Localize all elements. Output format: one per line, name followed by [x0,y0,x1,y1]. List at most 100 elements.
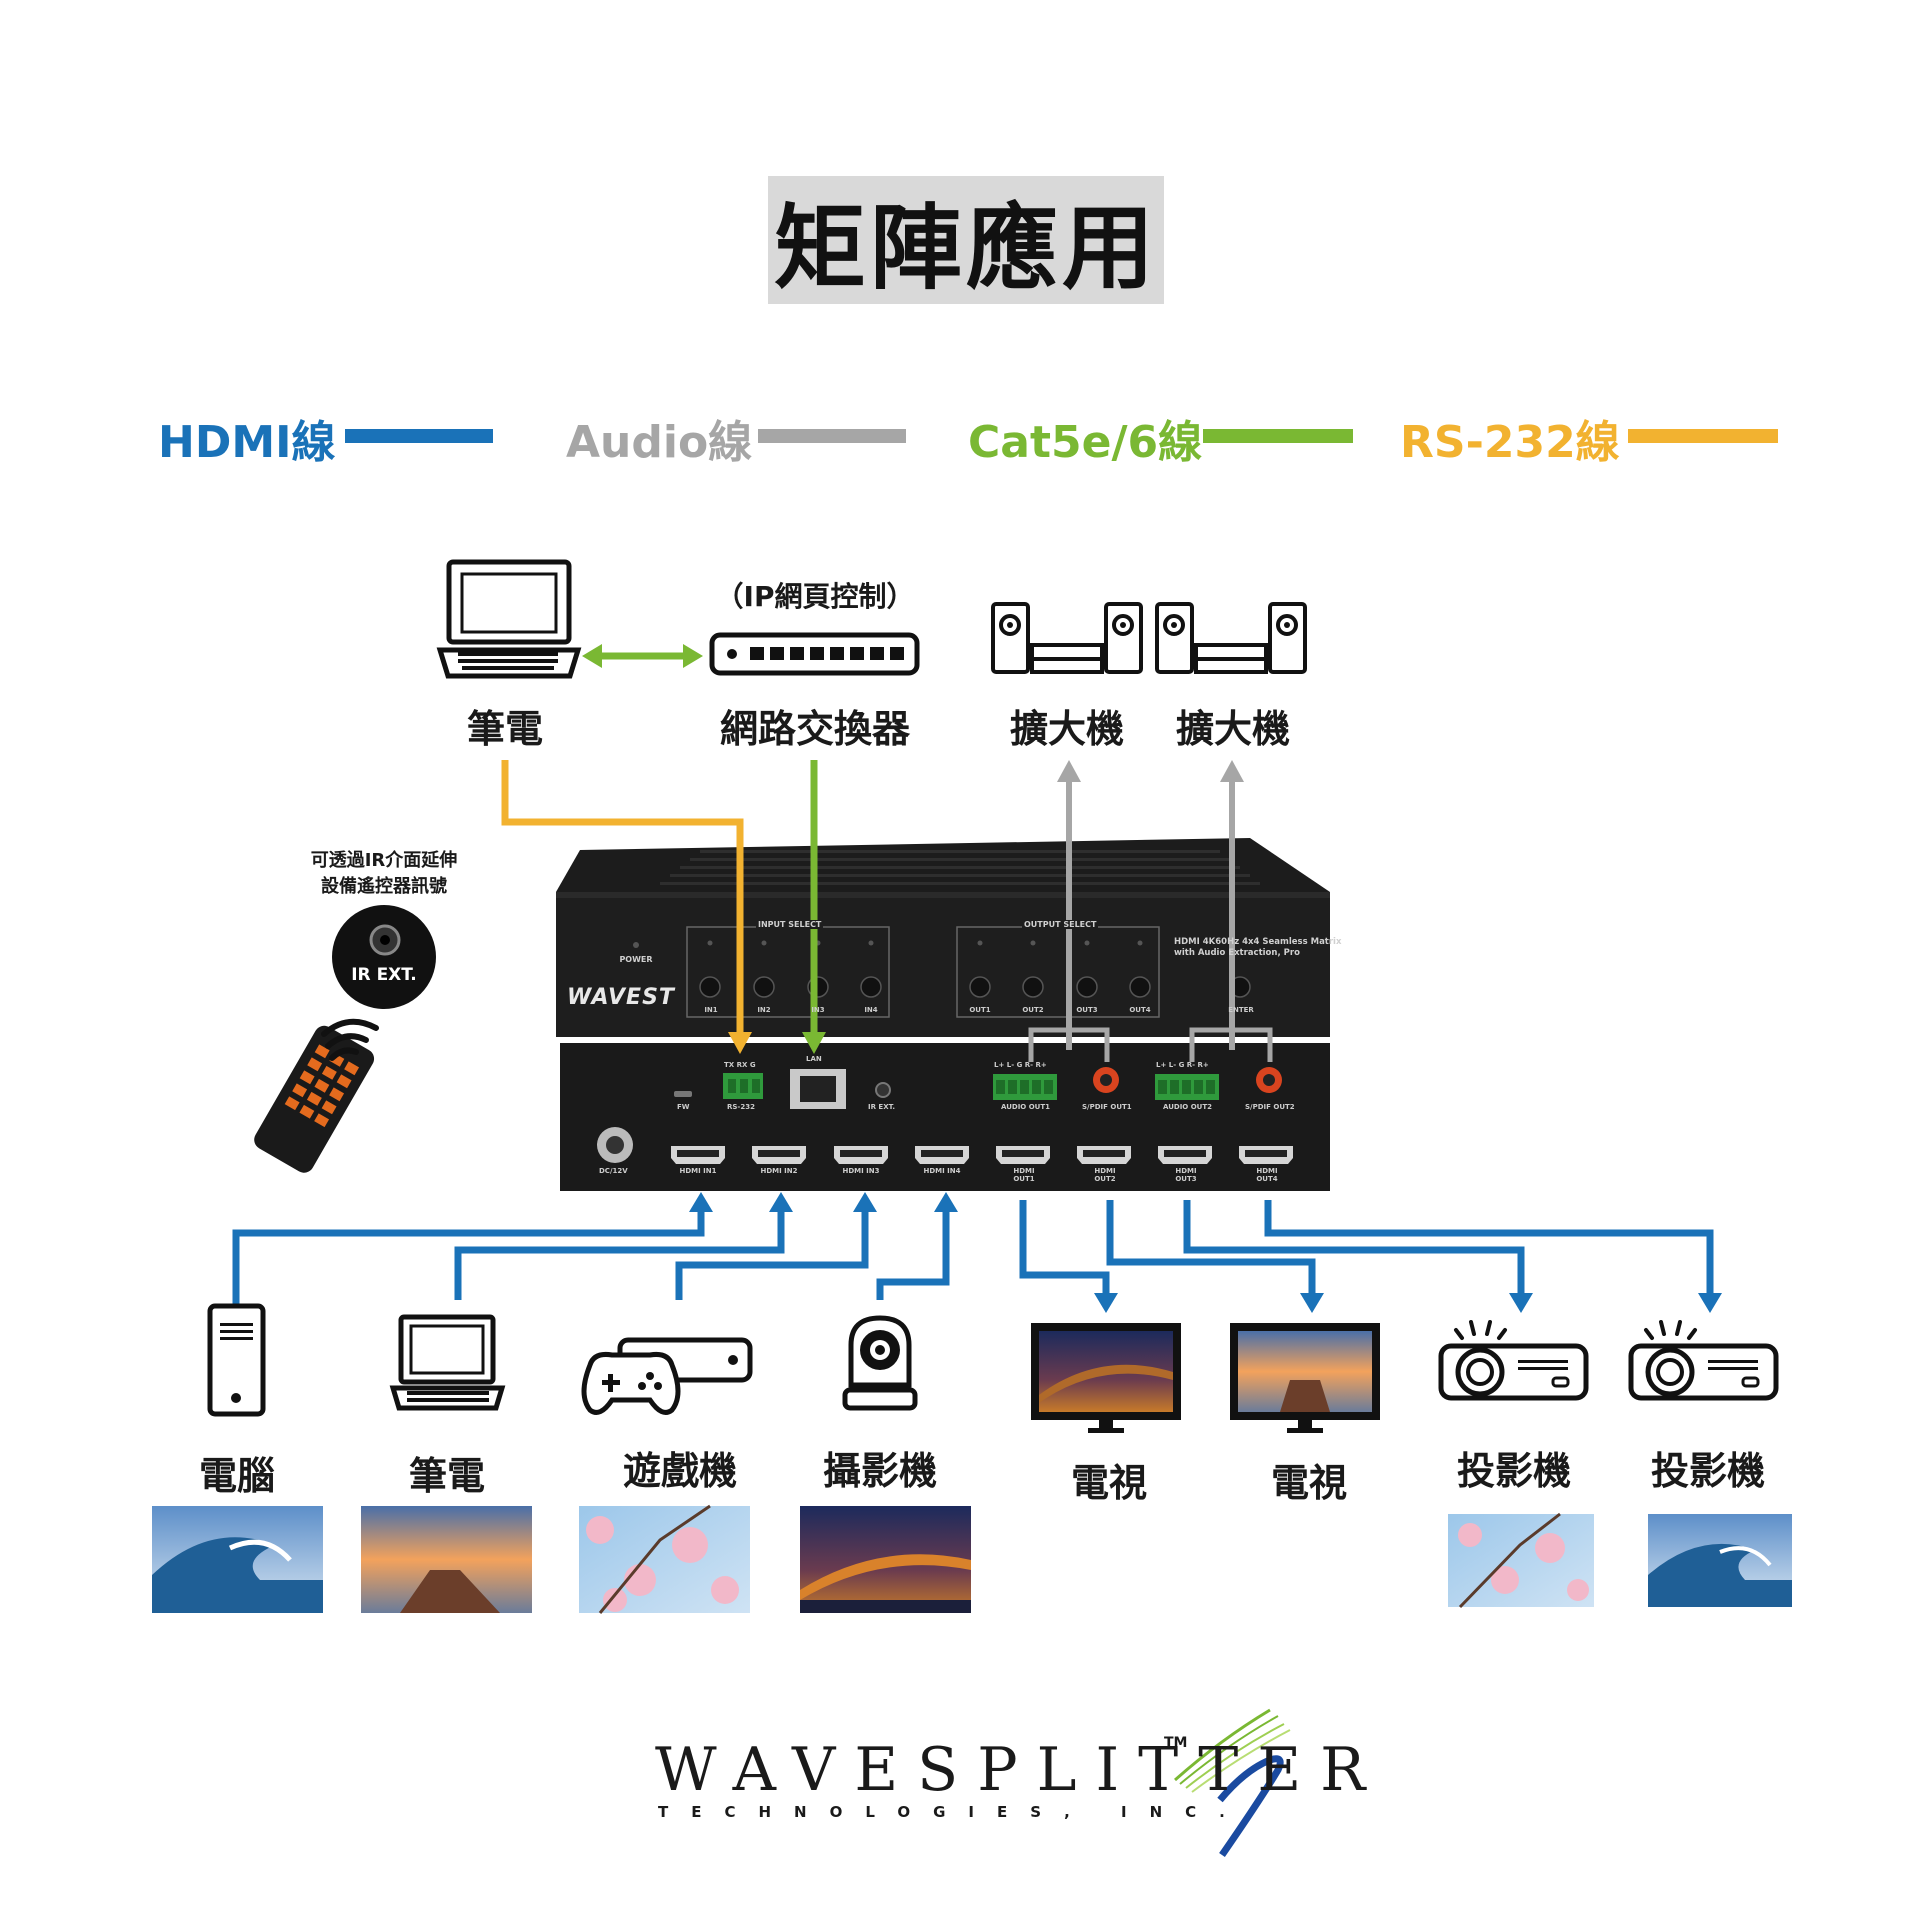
rs232-port-label: RS-232 [727,1103,755,1111]
laptop-bottom-label: 筆電 [408,1454,486,1498]
network-switch-icon [709,632,920,676]
tv-1-icon [1031,1323,1181,1433]
switch-note: （IP網頁控制） [715,580,915,613]
legend-audio-label: Audio線 [566,417,753,468]
front-out4: OUT4 [1129,1006,1151,1014]
hdmi-out1-label: HDMI OUT1 [1013,1167,1035,1183]
front-out2: OUT2 [1022,1006,1044,1014]
legend-cat-label: Cat5e/6線 [968,417,1203,468]
company-sub: TECHNOLOGIES, INC. [658,1803,1248,1821]
ir-note-line2: 設備遙控器訊號 [321,876,447,897]
model-text: HDMI 4K60Hz 4x4 Seamless Matrix with Aud… [1174,937,1341,959]
tv1-label: 電視 [1070,1461,1148,1505]
ir-note-line1: 可透過IR介面延伸 [310,850,458,871]
matrix-device [556,838,1330,1191]
camera-icon [842,1315,918,1411]
switch-label: 網路交換器 [719,707,911,751]
lan-cable [802,760,826,1054]
amp1-label: 擴大機 [1009,707,1125,751]
hdmi-input-arrowheads [689,1192,958,1212]
wavesplitter-logo-icon [1174,1708,1291,1857]
photo-bridge [800,1506,971,1613]
ir-ext-label: IR EXT. [351,965,417,985]
laptop-top-label: 筆電 [466,707,544,751]
pc-tower-icon [207,1303,266,1417]
laptop-switch-arrow [582,644,703,668]
company-name: WAVESPLITTER [655,1735,1385,1805]
input-select-label: INPUT SELECT [756,920,824,929]
photo-wave-1 [152,1506,323,1613]
legend-rs232-line [1628,429,1778,443]
spdif-out1-label: S/PDIF OUT1 [1082,1103,1132,1111]
tv2-label: 電視 [1270,1461,1348,1505]
audio-out2-label: AUDIO OUT2 [1163,1103,1212,1111]
front-out3: OUT3 [1076,1006,1098,1014]
rear-panel [597,1067,1293,1164]
front-in1: IN1 [704,1006,718,1014]
legend-cat-line [1203,429,1353,443]
game-console-icon [581,1337,753,1415]
hdmi-in2-label: HDMI IN2 [760,1167,798,1175]
legend-hdmi-line [345,429,493,443]
front-in3: IN3 [811,1006,825,1014]
hdmi-in4-label: HDMI IN4 [923,1167,961,1175]
laptop-bottom-icon [389,1314,506,1411]
camera-label: 攝影機 [822,1449,938,1493]
console-label: 遊戲機 [622,1449,738,1493]
trademark: TM [1164,1735,1188,1751]
hdmi-out2-label: HDMI OUT2 [1094,1167,1116,1183]
front-in2: IN2 [757,1006,771,1014]
output-select-label: OUTPUT SELECT [1022,920,1099,929]
title-box: 矩陣應用 [768,176,1164,304]
model-line-1: HDMI 4K60Hz 4x4 Seamless Matrix [1174,937,1342,947]
hdmi-in1-label: HDMI IN1 [679,1167,717,1175]
front-in4: IN4 [864,1006,878,1014]
lan-port-label: LAN [806,1055,822,1063]
page-title: 矩陣應用 [773,194,1158,302]
audio2-pins: L+ L- G R- R+ [1156,1061,1209,1069]
laptop-top-icon [436,559,582,679]
amplifier-2-icon [1155,602,1307,674]
audio-cable-1 [1028,760,1110,1062]
legend-audio-line [758,429,906,443]
hdmi-out3-label: HDMI OUT3 [1175,1167,1197,1183]
remote-control-icon [254,1025,375,1173]
audio-out1-label: AUDIO OUT1 [1001,1103,1050,1111]
hdmi-output-arrowheads [1094,1293,1722,1313]
tv-2-icon [1230,1323,1380,1433]
amplifier-1-icon [991,602,1143,674]
photo-blossom-2 [1448,1512,1594,1609]
audio-cable-2 [1189,760,1273,1062]
amp2-label: 擴大機 [1175,707,1291,751]
model-line-2: with Audio Extraction, Pro [1174,948,1300,958]
rs232-cable [501,760,752,1054]
power-label: POWER [619,955,653,964]
hdmi-out4-label: HDMI OUT4 [1256,1167,1278,1183]
hdmi-input-cables [232,1208,950,1305]
ir-note: 可透過IR介面延伸 設備遙控器訊號 [311,848,458,900]
front-out1: OUT1 [969,1006,991,1014]
pc-label: 電腦 [198,1454,276,1498]
dc-label: DC/12V [599,1167,628,1175]
photo-blossom-1 [579,1504,750,1614]
projector1-label: 投影機 [1456,1449,1572,1493]
projector-1-icon [1438,1320,1589,1401]
projector2-label: 投影機 [1650,1449,1766,1493]
brand-logo: WAVEST [567,985,675,1010]
ir-signal-icon [321,1018,379,1061]
ir-ext-port-label: IR EXT. [868,1103,895,1111]
rs232-pins: TX RX G [724,1061,756,1069]
legend-hdmi-label: HDMI線 [158,417,336,468]
legend-rs232-label: RS-232線 [1400,417,1620,468]
audio1-pins: L+ L- G R- R+ [994,1061,1047,1069]
photo-wave-2 [1648,1514,1792,1607]
spdif-out2-label: S/PDIF OUT2 [1245,1103,1295,1111]
hdmi-in3-label: HDMI IN3 [842,1167,880,1175]
fw-port-label: FW [677,1103,690,1111]
enter-label: ENTER [1228,1006,1254,1014]
photo-pier [361,1506,532,1613]
projector-2-icon [1628,1320,1779,1401]
hdmi-output-cables [1019,1200,1714,1296]
ir-ext-port-icon [332,905,436,1009]
